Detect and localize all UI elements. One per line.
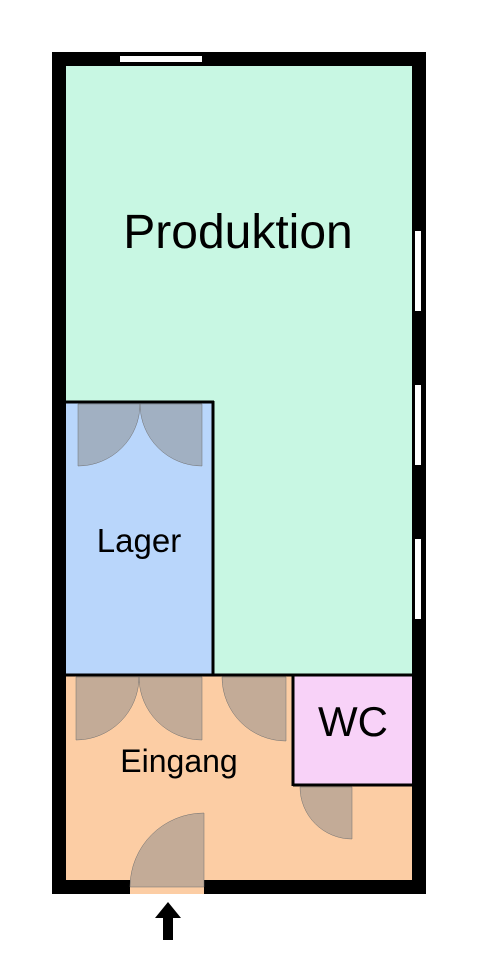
door-swing-lager-right: [139, 403, 203, 467]
room-wc: [293, 676, 412, 785]
label-produktion: Produktion: [123, 206, 352, 259]
door-swing-eingang-right: [138, 676, 203, 741]
door-swing-entrance: [129, 812, 205, 888]
label-lager: Lager: [97, 522, 181, 559]
door-swing-wc: [299, 786, 353, 840]
arrow-up-icon: [155, 902, 181, 940]
door-swing-lager-left: [77, 403, 141, 467]
door-swing-eingang-left: [75, 676, 140, 741]
label-eingang: Eingang: [120, 743, 237, 779]
door-swing-produktion: [221, 676, 287, 742]
label-wc: WC: [318, 698, 388, 745]
window-right-2: [415, 385, 421, 465]
window-right-3: [415, 539, 421, 619]
window-right-1: [415, 231, 421, 311]
window-top: [120, 56, 202, 62]
